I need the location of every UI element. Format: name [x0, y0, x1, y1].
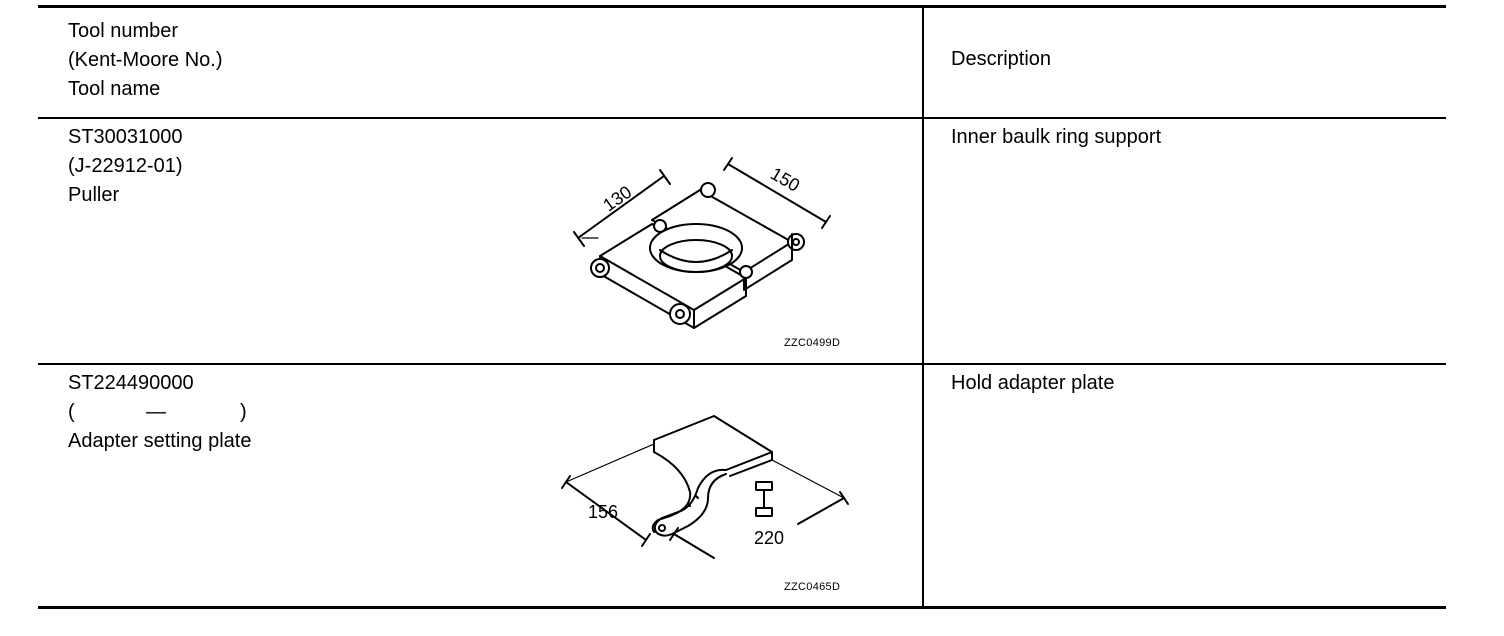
row1-tool-number: ST30031000 [68, 126, 183, 148]
column-divider [922, 5, 924, 609]
row2-description: Hold adapter plate [951, 372, 1115, 394]
dimension-220: 220 [754, 528, 784, 548]
table-bottom-border [38, 606, 1446, 609]
dimension-156: 156 [588, 502, 618, 522]
row2-tool-name: Adapter setting plate [68, 430, 252, 452]
dimension-130: 130 [599, 182, 635, 216]
row2-tool-number: ST224490000 [68, 372, 194, 394]
row2-figure-code: ZZC0465D [784, 581, 841, 593]
row1-tool-name: Puller [68, 184, 120, 206]
row1-kent-moore-number: (J-22912-01) [68, 155, 183, 177]
row1-description: Inner baulk ring support [951, 126, 1162, 148]
header-description: Description [951, 48, 1052, 70]
table-top-border [38, 5, 1446, 8]
adapter-setting-plate-illustration: 156 220 [561, 415, 849, 559]
header-divider [38, 117, 1446, 119]
row2-kent-moore-dash: — [146, 401, 166, 423]
row2-kent-moore-open: ( [68, 401, 75, 423]
puller-illustration: 130 150 [573, 157, 831, 329]
header-tool-name: Tool name [68, 78, 161, 100]
header-kent-moore: (Kent-Moore No.) [68, 49, 223, 71]
row2-kent-moore-close: ) [240, 401, 247, 423]
header-tool-number: Tool number [68, 20, 179, 42]
row-divider [38, 363, 1446, 365]
row1-figure-code: ZZC0499D [784, 337, 841, 349]
